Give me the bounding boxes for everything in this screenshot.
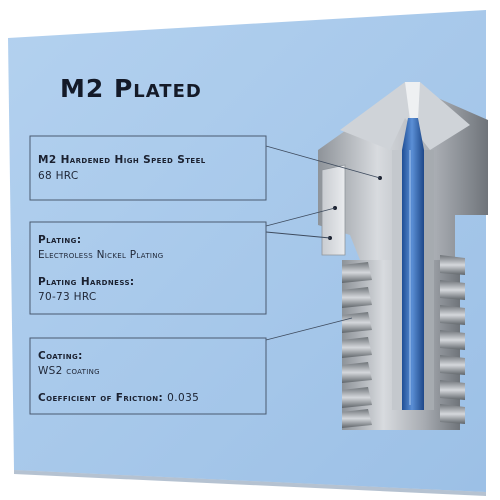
plating-box	[29, 221, 267, 315]
steel-box	[29, 135, 267, 201]
friction-value: 0.035	[167, 392, 200, 404]
coating-value: WS2 coating	[38, 365, 100, 377]
nozzle-bore	[402, 118, 424, 410]
coating-box	[29, 337, 267, 415]
leader-lines	[265, 145, 381, 341]
steel-label: M2 Hardened High Speed Steel	[38, 154, 206, 166]
friction-label: Coefficient of Friction:	[38, 392, 164, 404]
card-shadow	[14, 470, 486, 496]
page-title: M2 Plated	[60, 74, 202, 103]
friction-row: Coefficient of Friction: 0.035	[38, 392, 199, 404]
plating-value: Electroless Nickel Plating	[38, 249, 164, 261]
plating-hardness-value: 70-73 HRC	[38, 291, 97, 303]
plating-label: Plating:	[38, 234, 82, 246]
steel-value: 68 HRC	[38, 170, 79, 182]
coating-label: Coating:	[38, 350, 83, 362]
plating-hardness-label: Plating Hardness:	[38, 276, 135, 288]
nozzle-illustration	[318, 82, 488, 430]
